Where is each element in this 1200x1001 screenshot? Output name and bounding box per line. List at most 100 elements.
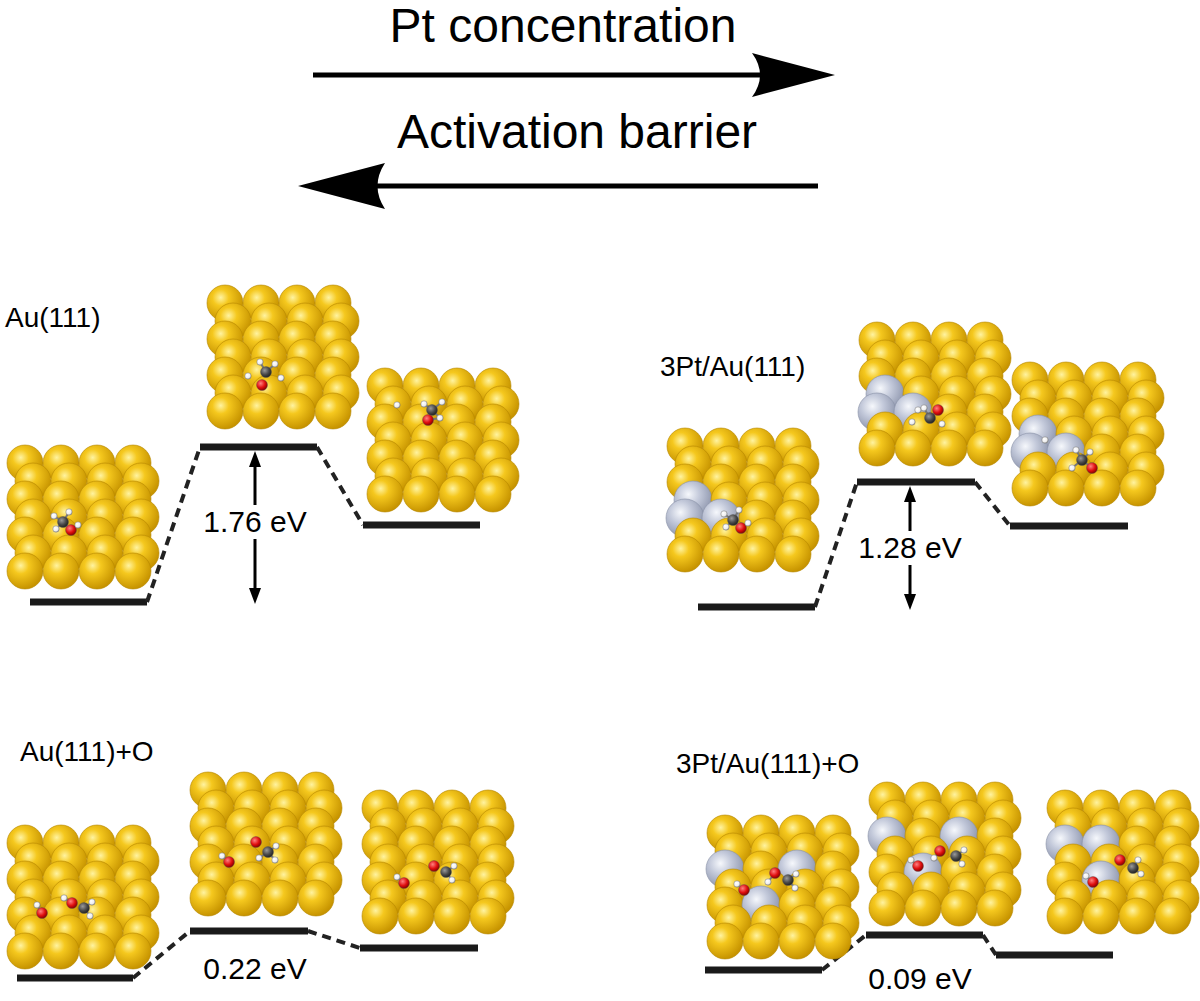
barrier-value: 1.76 eV (199, 505, 310, 539)
oxygen-atom (423, 415, 434, 426)
hydrogen-atom (451, 863, 457, 869)
carbon-atom (925, 413, 936, 424)
gold-atom (403, 476, 439, 512)
oxygen-atom (251, 837, 262, 848)
hydrogen-atom (908, 857, 914, 863)
arrow-head (298, 163, 385, 209)
illustration-group (7, 53, 1199, 978)
hydrogen-atom (421, 401, 427, 407)
gold-atom (243, 393, 279, 429)
panel-title: 3Pt/Au(111) (660, 353, 805, 381)
carbon-atom (263, 847, 274, 858)
hydrogen-atom (89, 899, 95, 905)
hydrogen-atom (245, 373, 251, 379)
gold-atom (1048, 470, 1084, 506)
gold-atom (775, 536, 811, 572)
hydrogen-atom (909, 419, 915, 425)
energy-level (698, 604, 815, 611)
gold-atom (115, 553, 151, 589)
hydrogen-atom (734, 881, 740, 887)
gold-atom (859, 430, 895, 466)
energy-level (363, 522, 480, 529)
hydrogen-atom (921, 405, 927, 411)
reaction-path-dashed (983, 935, 996, 955)
panel-title: Au(111)+O (20, 738, 154, 766)
surface-slab (666, 428, 819, 572)
surface-slab (858, 322, 1011, 466)
hydrogen-atom (1073, 447, 1079, 453)
carbon-atom (79, 903, 90, 914)
energy-level (200, 444, 317, 451)
arrow-head (752, 53, 835, 97)
oxygen-atom (933, 405, 944, 416)
oxygen-atom (399, 878, 410, 889)
hydrogen-atom (278, 375, 284, 381)
oxygen-atom (224, 857, 235, 868)
hydrogen-atom (272, 857, 278, 863)
hydrogen-atom (736, 507, 742, 513)
surface-slab (367, 368, 519, 512)
oxygen-atom (1087, 463, 1098, 474)
gold-atom (439, 476, 475, 512)
oxygen-atom (67, 898, 78, 909)
hydrogen-atom (87, 913, 93, 919)
hydrogen-atom (53, 526, 59, 532)
surface-slab (1011, 362, 1164, 506)
energy-level (360, 945, 478, 952)
gold-atom (115, 933, 151, 969)
axis-label: Activation barrier (397, 108, 757, 156)
gold-atom (941, 890, 977, 926)
hydrogen-atom (915, 407, 921, 413)
panel-title: 3Pt/Au(111)+O (676, 750, 859, 778)
hydrogen-atom (1138, 871, 1144, 877)
reaction-path-dashed (975, 482, 1010, 526)
carbon-atom (427, 405, 438, 416)
barrier-value: 1.28 eV (854, 531, 965, 565)
gold-atom (743, 923, 779, 959)
surface-slab (190, 772, 342, 916)
carbon-atom (728, 515, 739, 526)
gold-atom (1120, 470, 1156, 506)
gold-atom (707, 923, 743, 959)
hydrogen-atom (961, 847, 967, 853)
gold-atom (7, 933, 43, 969)
carbon-atom (783, 875, 794, 886)
arrow-shaft (370, 184, 818, 189)
hydrogen-atom (1135, 857, 1141, 863)
surface-slab (7, 445, 159, 589)
carbon-atom (441, 867, 452, 878)
gold-atom (43, 933, 79, 969)
gold-atom (1047, 898, 1083, 934)
hydrogen-atom (792, 885, 798, 891)
energy-level (30, 599, 147, 606)
gold-atom (7, 553, 43, 589)
barrier-arrow-head (904, 594, 916, 610)
hydrogen-atom (394, 402, 400, 408)
oxygen-atom (739, 885, 750, 896)
hydrogen-atom (1042, 437, 1048, 443)
hydrogen-atom (449, 877, 455, 883)
gold-atom (667, 536, 703, 572)
hydrogen-atom (257, 359, 263, 365)
gold-atom (315, 393, 351, 429)
gold-atom (1119, 898, 1155, 934)
gold-atom (298, 880, 334, 916)
gold-atom (967, 430, 1003, 466)
gold-atom (279, 393, 315, 429)
reaction-path-dashed (317, 447, 363, 525)
hydrogen-atom (219, 853, 225, 859)
gold-atom (262, 880, 298, 916)
hydrogen-atom (437, 415, 443, 421)
hydrogen-atom (931, 855, 937, 861)
barrier-arrow-head (249, 588, 261, 604)
hydrogen-atom (75, 522, 81, 528)
gold-atom (1084, 470, 1120, 506)
gold-atom (475, 476, 511, 512)
energy-level (705, 967, 822, 974)
surface-slab (706, 815, 859, 959)
gold-atom (1012, 470, 1048, 506)
hydrogen-atom (721, 511, 727, 517)
oxygen-atom (257, 380, 268, 391)
barrier-arrow-head (249, 451, 261, 467)
